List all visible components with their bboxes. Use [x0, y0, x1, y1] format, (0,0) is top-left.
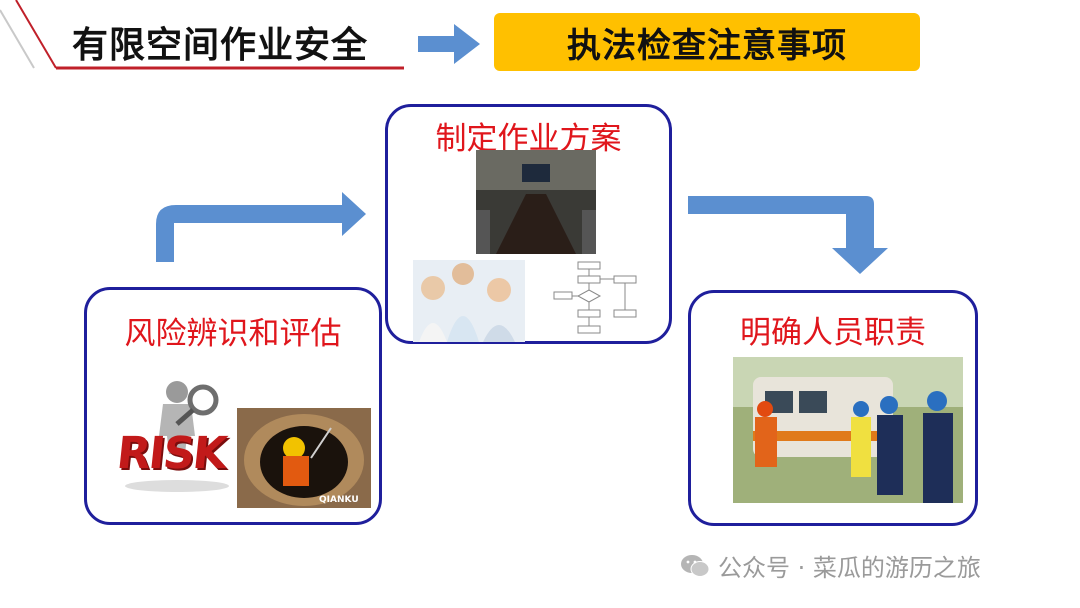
risk-word: RISK [114, 428, 227, 479]
step-roles-box: 明确人员职责 [688, 290, 978, 526]
step-plan-box: 制定作业方案 [385, 104, 672, 344]
workers-photo [733, 357, 963, 503]
watermark: 公众号 · 菜瓜的游历之旅 [680, 548, 981, 583]
wechat-icon [680, 553, 710, 579]
watermark-text: 公众号 · 菜瓜的游历之旅 [718, 548, 981, 583]
step-risk-box: 风险辨识和评估 RISK QIANKU [84, 287, 382, 525]
photo-watermark: QIANKU [319, 495, 359, 505]
manhole-worker-photo [237, 408, 371, 508]
step-roles-title: 明确人员职责 [691, 307, 975, 352]
meeting-room-photo [476, 150, 596, 254]
flowchart-image [548, 260, 644, 340]
team-photo [413, 260, 525, 342]
flow-arrow-mid-to-right [688, 196, 888, 274]
flow-arrow-left-to-mid [156, 192, 366, 262]
step-risk-title: 风险辨识和评估 [87, 308, 379, 353]
